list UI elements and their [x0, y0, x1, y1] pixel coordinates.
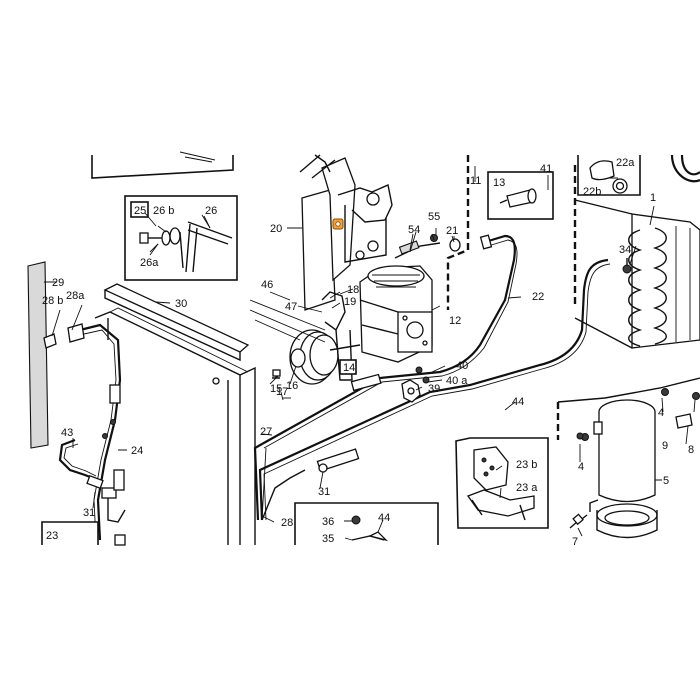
compressor-bracket — [299, 154, 393, 311]
label-17: 17 — [276, 386, 288, 398]
label-29: 29 — [52, 277, 64, 289]
detail-box-22 — [577, 155, 641, 196]
detail-box-35-36 — [294, 502, 439, 545]
label-24: 24 — [131, 445, 143, 457]
detail-box-top-partial — [91, 151, 234, 179]
section-boundary — [446, 155, 577, 440]
label-25: 25 — [134, 205, 146, 217]
label-35: 35 — [322, 533, 334, 545]
detail-box-23 — [455, 437, 549, 529]
label-28: 28 — [281, 517, 293, 529]
label-4-left: 4 — [578, 461, 584, 473]
label-20: 20 — [270, 223, 282, 235]
evaporator-core — [574, 199, 700, 349]
refrigerant-lines — [253, 234, 611, 521]
label-31-left: 31 — [83, 507, 95, 519]
leader-lines — [44, 166, 696, 541]
detail-box-13 — [487, 171, 554, 220]
label-40a: 40 a — [446, 375, 468, 387]
condenser-frame — [94, 307, 256, 545]
label-44-bottom: 44 — [378, 512, 390, 524]
label-23a: 23 a — [516, 482, 538, 494]
label-26b: 26 b — [153, 205, 174, 217]
label-13: 13 — [493, 177, 505, 189]
part-number-labels: 1 11 41 13 22a 22b 20 55 54 21 34 22 46 … — [42, 157, 694, 548]
label-36: 36 — [322, 516, 334, 528]
label-44-top: 44 — [512, 396, 524, 408]
receiver-drier — [557, 377, 700, 539]
label-22a: 22a — [616, 157, 635, 169]
label-26: 26 — [205, 205, 217, 217]
label-1: 1 — [650, 192, 656, 204]
seal-strip-29 — [27, 261, 49, 449]
label-26a: 26a — [140, 257, 159, 269]
label-22: 22 — [532, 291, 544, 303]
label-4-right: 4 — [658, 407, 664, 419]
label-16: 16 — [286, 380, 298, 392]
compressor — [359, 265, 433, 363]
label-22b: 22b — [583, 186, 601, 198]
label-11: 11 — [470, 175, 481, 187]
clamp-39 — [401, 366, 430, 403]
label-40: 40 — [456, 360, 468, 372]
label-39: 39 — [428, 383, 440, 395]
label-28a: 28a — [66, 290, 85, 302]
label-12: 12 — [449, 315, 461, 327]
label-41: 41 — [540, 163, 552, 175]
label-9: 9 — [662, 440, 668, 452]
detail-box-23-bottom — [41, 521, 99, 545]
label-23: 23 — [46, 530, 58, 542]
label-43: 43 — [61, 427, 73, 439]
label-31-center: 31 — [318, 486, 330, 498]
label-28b: 28 b — [42, 295, 63, 307]
label-14: 14 — [343, 362, 355, 374]
label-23b: 23 b — [516, 459, 537, 471]
seal-bar-30 — [103, 283, 250, 362]
label-34: 34 — [619, 244, 631, 256]
label-7: 7 — [572, 536, 578, 548]
label-46: 46 — [261, 279, 273, 291]
label-5: 5 — [663, 475, 669, 487]
label-55: 55 — [428, 211, 440, 223]
label-18: 18 — [347, 284, 359, 296]
label-15: 15 — [270, 383, 282, 395]
label-30: 30 — [175, 298, 187, 310]
label-19: 19 — [344, 296, 356, 308]
hoses-top-right — [670, 154, 700, 183]
compressor-pulley — [249, 291, 361, 399]
label-27: 27 — [260, 426, 272, 438]
label-8: 8 — [688, 444, 694, 456]
fasteners — [569, 432, 584, 529]
label-21: 21 — [446, 225, 458, 237]
detail-box-25 — [124, 195, 238, 281]
fittings-54-55-21 — [394, 228, 461, 259]
label-47: 47 — [285, 301, 297, 313]
label-54: 54 — [408, 224, 420, 236]
